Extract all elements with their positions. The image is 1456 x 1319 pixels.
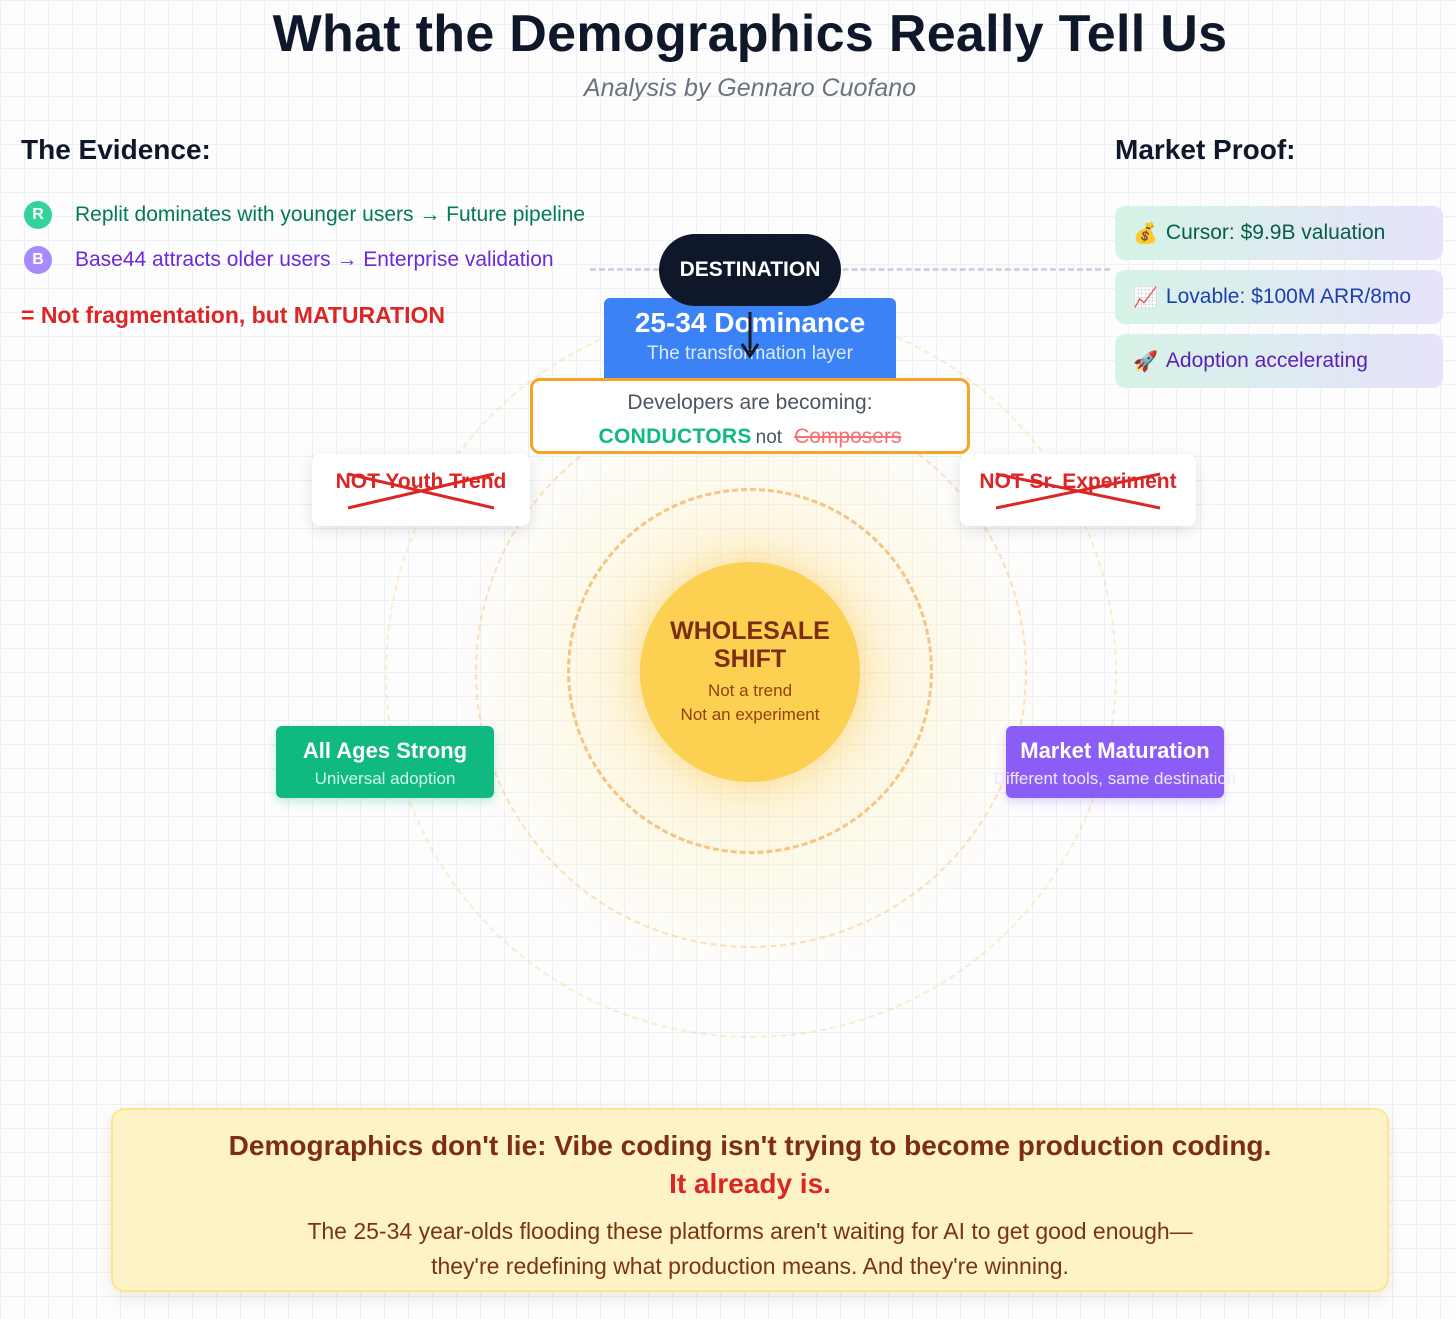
- arrow-down-icon: [740, 312, 760, 359]
- destination-pill: DESTINATION: [659, 234, 841, 306]
- page-title: What the Demographics Really Tell Us: [272, 5, 1228, 63]
- proof-card-text: Adoption accelerating: [1165, 349, 1368, 372]
- evidence-item-text: Replit dominates with younger users → Fu…: [75, 203, 586, 226]
- page-subtitle: Analysis by Gennaro Cuofano: [583, 74, 917, 102]
- evidence-conclusion: = Not fragmentation, but MATURATION: [21, 302, 445, 328]
- base44-badge-icon: B: [24, 246, 52, 274]
- market-maturation-card: Market Maturation Different tools, same …: [994, 726, 1236, 798]
- proof-card-text: Lovable: $100M ARR/8mo: [1165, 285, 1412, 308]
- destination-connector-line: [590, 268, 1110, 271]
- conductors-label: CONDUCTORS: [598, 425, 752, 448]
- center-line-trend: Not a trend: [707, 681, 793, 700]
- proof-card-lovable: 📈 Lovable: $100M ARR/8mo: [1115, 270, 1443, 324]
- center-line-experiment: Not an experiment: [680, 705, 820, 724]
- evidence-item-text: Base44 attracts older users → Enterprise…: [75, 248, 554, 271]
- all-ages-strong-card: All Ages Strong Universal adoption: [276, 726, 494, 798]
- rocket-icon: 🚀: [1133, 350, 1158, 373]
- wholesale-shift-circle: WHOLESALE SHIFT Not a trend Not an exper…: [640, 562, 860, 782]
- inner-orbit-ring: [567, 488, 933, 854]
- takeaway-body-line-1: The 25-34 year-olds flooding these platf…: [307, 1218, 1193, 1244]
- not-youth-trend-card: NOT Youth Trend: [312, 454, 530, 526]
- composers-label: Composers: [794, 425, 902, 448]
- proof-heading: Market Proof:: [1115, 134, 1296, 165]
- becoming-row: CONDUCTORS not Composers: [533, 425, 967, 449]
- takeaway-emphasis: It already is.: [669, 1168, 831, 1199]
- becoming-text: Developers are becoming:: [627, 391, 873, 414]
- market-maturation-subtitle: Different tools, same destination: [993, 769, 1237, 788]
- takeaway-body-line-2: they're redefining what production means…: [431, 1253, 1069, 1279]
- takeaway-box: Demographics don't lie: Vibe coding isn'…: [111, 1108, 1389, 1292]
- evidence-item-base44: B Base44 attracts older users → Enterpri…: [24, 246, 554, 274]
- proof-card-text: Cursor: $9.9B valuation: [1165, 221, 1386, 244]
- becoming-box: Developers are becoming: CONDUCTORS not …: [530, 378, 970, 454]
- market-maturation-title: Market Maturation: [1020, 738, 1210, 763]
- all-ages-strong-title: All Ages Strong: [302, 738, 468, 763]
- not-label: not: [755, 427, 783, 448]
- proof-card-cursor: 💰 Cursor: $9.9B valuation: [1115, 206, 1443, 260]
- evidence-item-replit: R Replit dominates with younger users → …: [24, 201, 585, 229]
- not-sr-experiment-card: NOT Sr. Experiment: [960, 454, 1196, 526]
- evidence-heading: The Evidence:: [21, 134, 211, 165]
- money-bag-icon: 💰: [1133, 222, 1158, 245]
- proof-card-adoption: 🚀 Adoption accelerating: [1115, 334, 1443, 388]
- chart-up-icon: 📈: [1133, 286, 1158, 309]
- replit-badge-icon: R: [24, 201, 52, 229]
- center-title: WHOLESALE SHIFT: [670, 617, 830, 673]
- not-sr-experiment-label: NOT Sr. Experiment: [979, 470, 1177, 493]
- takeaway-headline: Demographics don't lie: Vibe coding isn'…: [228, 1130, 1272, 1161]
- all-ages-strong-subtitle: Universal adoption: [314, 769, 456, 788]
- not-youth-trend-label: NOT Youth Trend: [335, 470, 507, 493]
